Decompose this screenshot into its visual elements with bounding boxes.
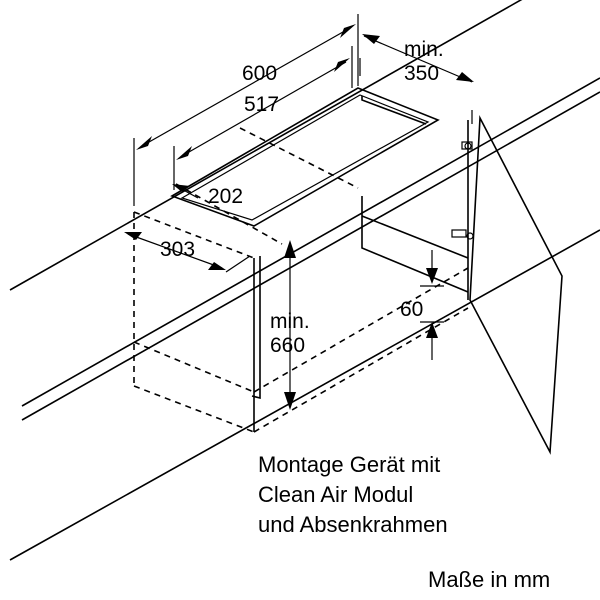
dimension-303: 303 (124, 232, 251, 273)
dim-303-label: 303 (160, 238, 195, 261)
cabinet-shelf-edge (133, 341, 255, 393)
cutout-recess (361, 96, 427, 125)
dim-line-517 (181, 61, 347, 157)
cabinet-back-bottom (253, 307, 469, 433)
arrow-350-right (456, 72, 474, 82)
cabinet-back-wall (361, 196, 469, 293)
cabinet-door (451, 115, 563, 455)
dim-350-value: 350 (404, 62, 439, 85)
arrow-60-top (426, 268, 438, 284)
dimension-517: 517 (173, 46, 353, 190)
dim-line-350 (363, 35, 473, 83)
dimension-min-660: min. 660 (270, 240, 310, 410)
arrow-600-right (340, 24, 356, 38)
worktop-front-top (21, 77, 600, 407)
dim-202-label: 202 (208, 185, 243, 208)
caption-line-1: Montage Gerät mit (258, 452, 441, 477)
plinth-line (9, 229, 600, 561)
arrow-202-left (172, 184, 190, 192)
cooktop-cutout (170, 87, 440, 227)
worktop-front-bottom (21, 91, 600, 421)
installation-caption: Montage Gerät mit Clean Air Modul und Ab… (258, 450, 448, 540)
arrow-600-left (136, 136, 152, 150)
arrow-303-right (208, 262, 226, 270)
arrow-350-left (362, 34, 380, 44)
cabinet-bottom-edge (133, 385, 255, 433)
cabinet-outline (133, 211, 469, 433)
lower-hinge-pin (466, 232, 474, 240)
dim-660-value: 660 (270, 334, 305, 357)
worktop-back-edge (9, 0, 523, 291)
cabinet-back-shelf (253, 267, 469, 393)
cutout-inner (180, 94, 430, 221)
dim-600-label: 600 (242, 62, 277, 85)
arrow-660-bottom (284, 392, 296, 410)
arrow-517-left (176, 146, 192, 160)
cutout-outer (170, 87, 440, 227)
cabinet-side-panel (251, 256, 261, 400)
caption-line-2: Clean Air Modul (258, 482, 414, 507)
arrow-660-top (284, 240, 296, 258)
worktop-outline (9, 0, 600, 561)
dimension-60: 60 (400, 250, 444, 360)
dim-350-min: min. (404, 38, 444, 61)
arrow-60-bottom (426, 322, 438, 338)
caption-line-3: und Absenkrahmen (258, 512, 448, 537)
arrow-517-right (334, 58, 350, 72)
dim-517-label: 517 (244, 93, 279, 116)
dimension-min-350: min. 350 (359, 34, 474, 124)
dim-line-303 (127, 233, 223, 269)
cabinet-back-shelf-line (361, 215, 469, 259)
centre-line (239, 127, 359, 189)
dimension-600: 600 (133, 14, 359, 206)
dim-60-label: 60 (400, 298, 423, 321)
ext-line-303 (225, 255, 251, 273)
side-dashed (175, 183, 283, 245)
upper-hinge-pin (464, 142, 472, 150)
dim-660-min: min. (270, 310, 310, 333)
lower-hinge (451, 229, 467, 238)
dimension-202: 202 (172, 184, 243, 208)
dim-line-600 (141, 27, 351, 147)
arrow-303-left (124, 232, 142, 240)
units-caption: Maße in mm (428, 567, 551, 592)
door-panel (469, 115, 563, 455)
